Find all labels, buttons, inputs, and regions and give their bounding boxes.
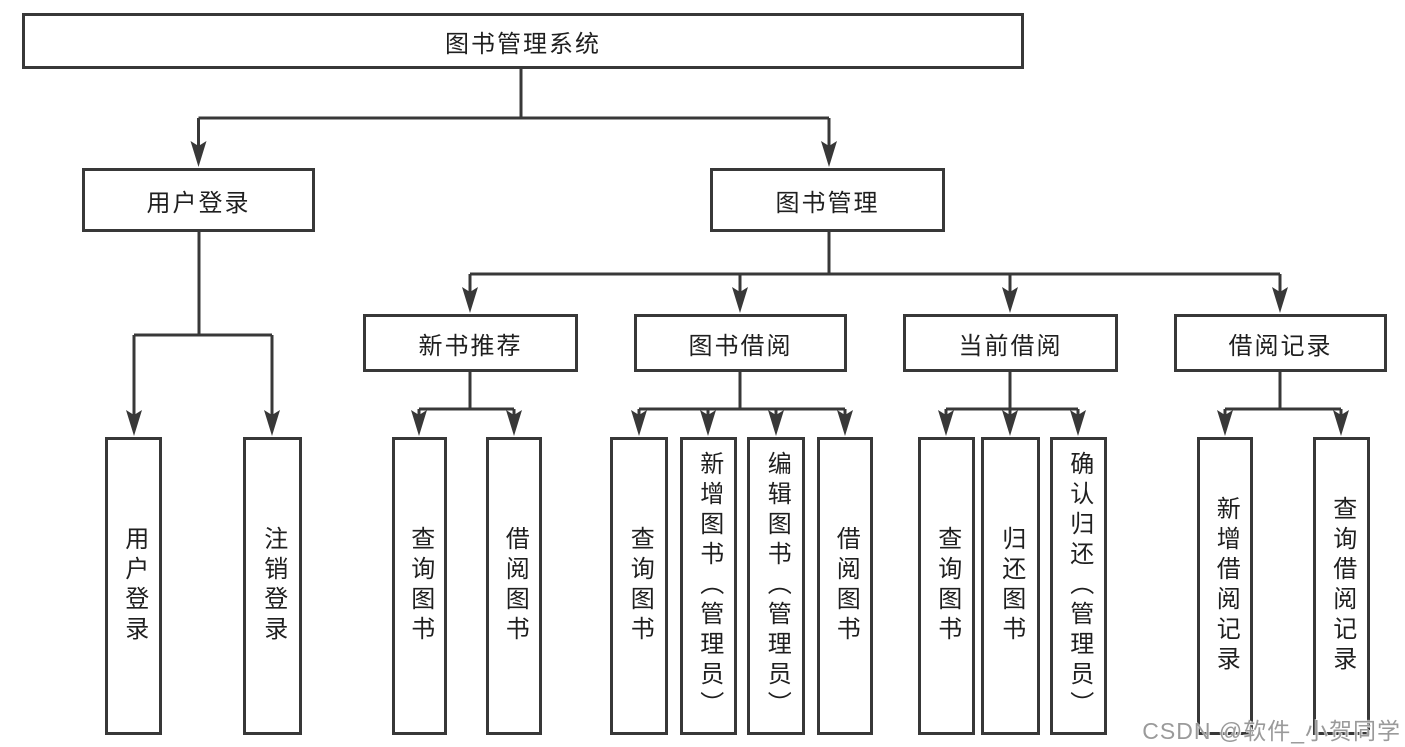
- leaf-logout: 注销登录: [243, 437, 302, 735]
- arrow-down-icon: [837, 410, 853, 436]
- node-borrow-record: 借阅记录: [1174, 314, 1387, 372]
- leaf-borrow-query-book-label: 查询图书: [626, 526, 654, 646]
- node-current-borrow: 当前借阅: [903, 314, 1118, 372]
- node-new-book-recommend-label: 新书推荐: [418, 332, 523, 360]
- node-new-book-recommend: 新书推荐: [363, 314, 578, 372]
- node-library-system-label: 图书管理系统: [445, 30, 601, 58]
- arrow-down-icon: [411, 410, 427, 436]
- leaf-record-add-record: 新增借阅记录: [1197, 437, 1253, 735]
- leaf-borrow-query-book: 查询图书: [610, 437, 668, 735]
- node-current-borrow-label: 当前借阅: [958, 332, 1063, 360]
- node-book-borrow: 图书借阅: [634, 314, 847, 372]
- arrow-down-icon: [938, 410, 954, 436]
- connector-root-to-level2: [197, 69, 831, 146]
- arrow-down-icon: [631, 410, 647, 436]
- arrow-down-icon: [506, 410, 522, 436]
- leaf-newbook-query-book-label: 查询图书: [406, 526, 434, 646]
- leaf-newbook-query-book: 查询图书: [392, 437, 447, 735]
- leaf-borrow-borrow-book-label: 借阅图书: [832, 526, 860, 646]
- arrow-down-icon: [1333, 410, 1349, 436]
- arrow-down-icon: [700, 410, 716, 436]
- arrow-down-icon: [821, 141, 837, 167]
- arrow-down-icon: [732, 287, 748, 313]
- connector-current-borrow-to-leaves: [944, 372, 1080, 416]
- node-user-login: 用户登录: [82, 168, 315, 232]
- arrow-down-icon: [462, 287, 478, 313]
- node-book-management-label: 图书管理: [775, 189, 880, 217]
- arrow-down-icon: [1002, 410, 1018, 436]
- leaf-newbook-borrow-book-label: 借阅图书: [501, 526, 529, 646]
- leaf-current-confirm-return-admin: 确认归还（管理员）: [1050, 437, 1107, 735]
- leaf-record-add-record-label: 新增借阅记录: [1212, 496, 1240, 676]
- csdn-watermark: CSDN @软件_小贺同学: [1142, 718, 1401, 744]
- arrow-down-icon: [1002, 287, 1018, 313]
- leaf-current-confirm-return-admin-label: 确认归还（管理员）: [1065, 451, 1093, 721]
- arrow-down-icon: [1070, 410, 1086, 436]
- leaf-current-query-book-label: 查询图书: [933, 526, 961, 646]
- arrow-down-icon: [264, 410, 280, 436]
- connector-borrow-record-to-leaves: [1223, 372, 1343, 416]
- connector-new-book-to-leaves: [417, 372, 516, 416]
- leaf-current-return-book: 归还图书: [981, 437, 1040, 735]
- leaf-borrow-add-book-admin: 新增图书（管理员）: [680, 437, 737, 735]
- node-borrow-record-label: 借阅记录: [1228, 332, 1333, 360]
- leaf-record-query-record-label: 查询借阅记录: [1328, 496, 1356, 676]
- arrow-down-icon: [768, 410, 784, 436]
- arrow-down-icon: [1272, 287, 1288, 313]
- node-user-login-label: 用户登录: [146, 189, 251, 217]
- leaf-newbook-borrow-book: 借阅图书: [486, 437, 542, 735]
- connector-book-mgmt-to-level3: [468, 232, 1282, 294]
- leaf-current-query-book: 查询图书: [918, 437, 975, 735]
- arrow-down-icon: [190, 141, 207, 167]
- node-library-system: 图书管理系统: [22, 13, 1024, 69]
- leaf-record-query-record: 查询借阅记录: [1313, 437, 1370, 735]
- node-book-management: 图书管理: [710, 168, 945, 232]
- connector-user-login-to-leaves: [132, 232, 274, 416]
- leaf-borrow-borrow-book: 借阅图书: [817, 437, 873, 735]
- arrow-down-icon: [126, 410, 142, 436]
- leaf-user-login-label: 用户登录: [120, 526, 148, 646]
- leaf-current-return-book-label: 归还图书: [997, 526, 1025, 646]
- arrow-down-icon: [1217, 410, 1233, 436]
- leaf-borrow-add-book-admin-label: 新增图书（管理员）: [695, 451, 723, 721]
- leaf-borrow-edit-book-admin: 编辑图书（管理员）: [747, 437, 805, 735]
- connector-book-borrow-to-leaves: [637, 372, 847, 416]
- leaf-borrow-edit-book-admin-label: 编辑图书（管理员）: [763, 451, 791, 721]
- leaf-user-login: 用户登录: [105, 437, 162, 735]
- node-book-borrow-label: 图书借阅: [688, 332, 793, 360]
- leaf-logout-label: 注销登录: [259, 526, 287, 646]
